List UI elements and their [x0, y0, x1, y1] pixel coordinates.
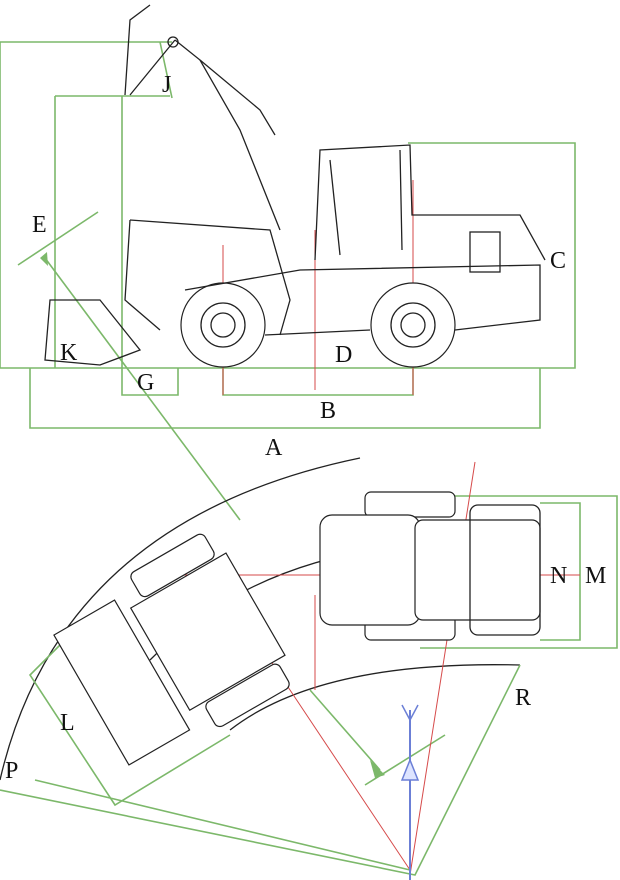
label-B: B	[320, 398, 336, 424]
turning-center-arrow	[40, 252, 420, 880]
loader-top-view	[53, 491, 541, 766]
label-A: A	[265, 435, 283, 461]
side-view-dimension-lines	[0, 41, 576, 521]
label-N: N	[550, 563, 567, 589]
side-view-center-lines	[222, 180, 414, 395]
label-R: R	[515, 685, 531, 711]
top-view-dimension-lines	[0, 495, 618, 876]
label-D: D	[335, 342, 352, 368]
label-G: G	[137, 370, 154, 396]
dimension-labels: A B C D E G J K L M N P R	[5, 72, 606, 784]
label-L: L	[60, 710, 75, 736]
label-E: E	[32, 212, 47, 238]
label-P: P	[5, 758, 18, 784]
label-J: J	[162, 72, 171, 98]
loader-side-view	[44, 4, 546, 368]
label-C: C	[550, 248, 566, 274]
label-M: M	[585, 563, 606, 589]
label-K: K	[60, 340, 78, 366]
